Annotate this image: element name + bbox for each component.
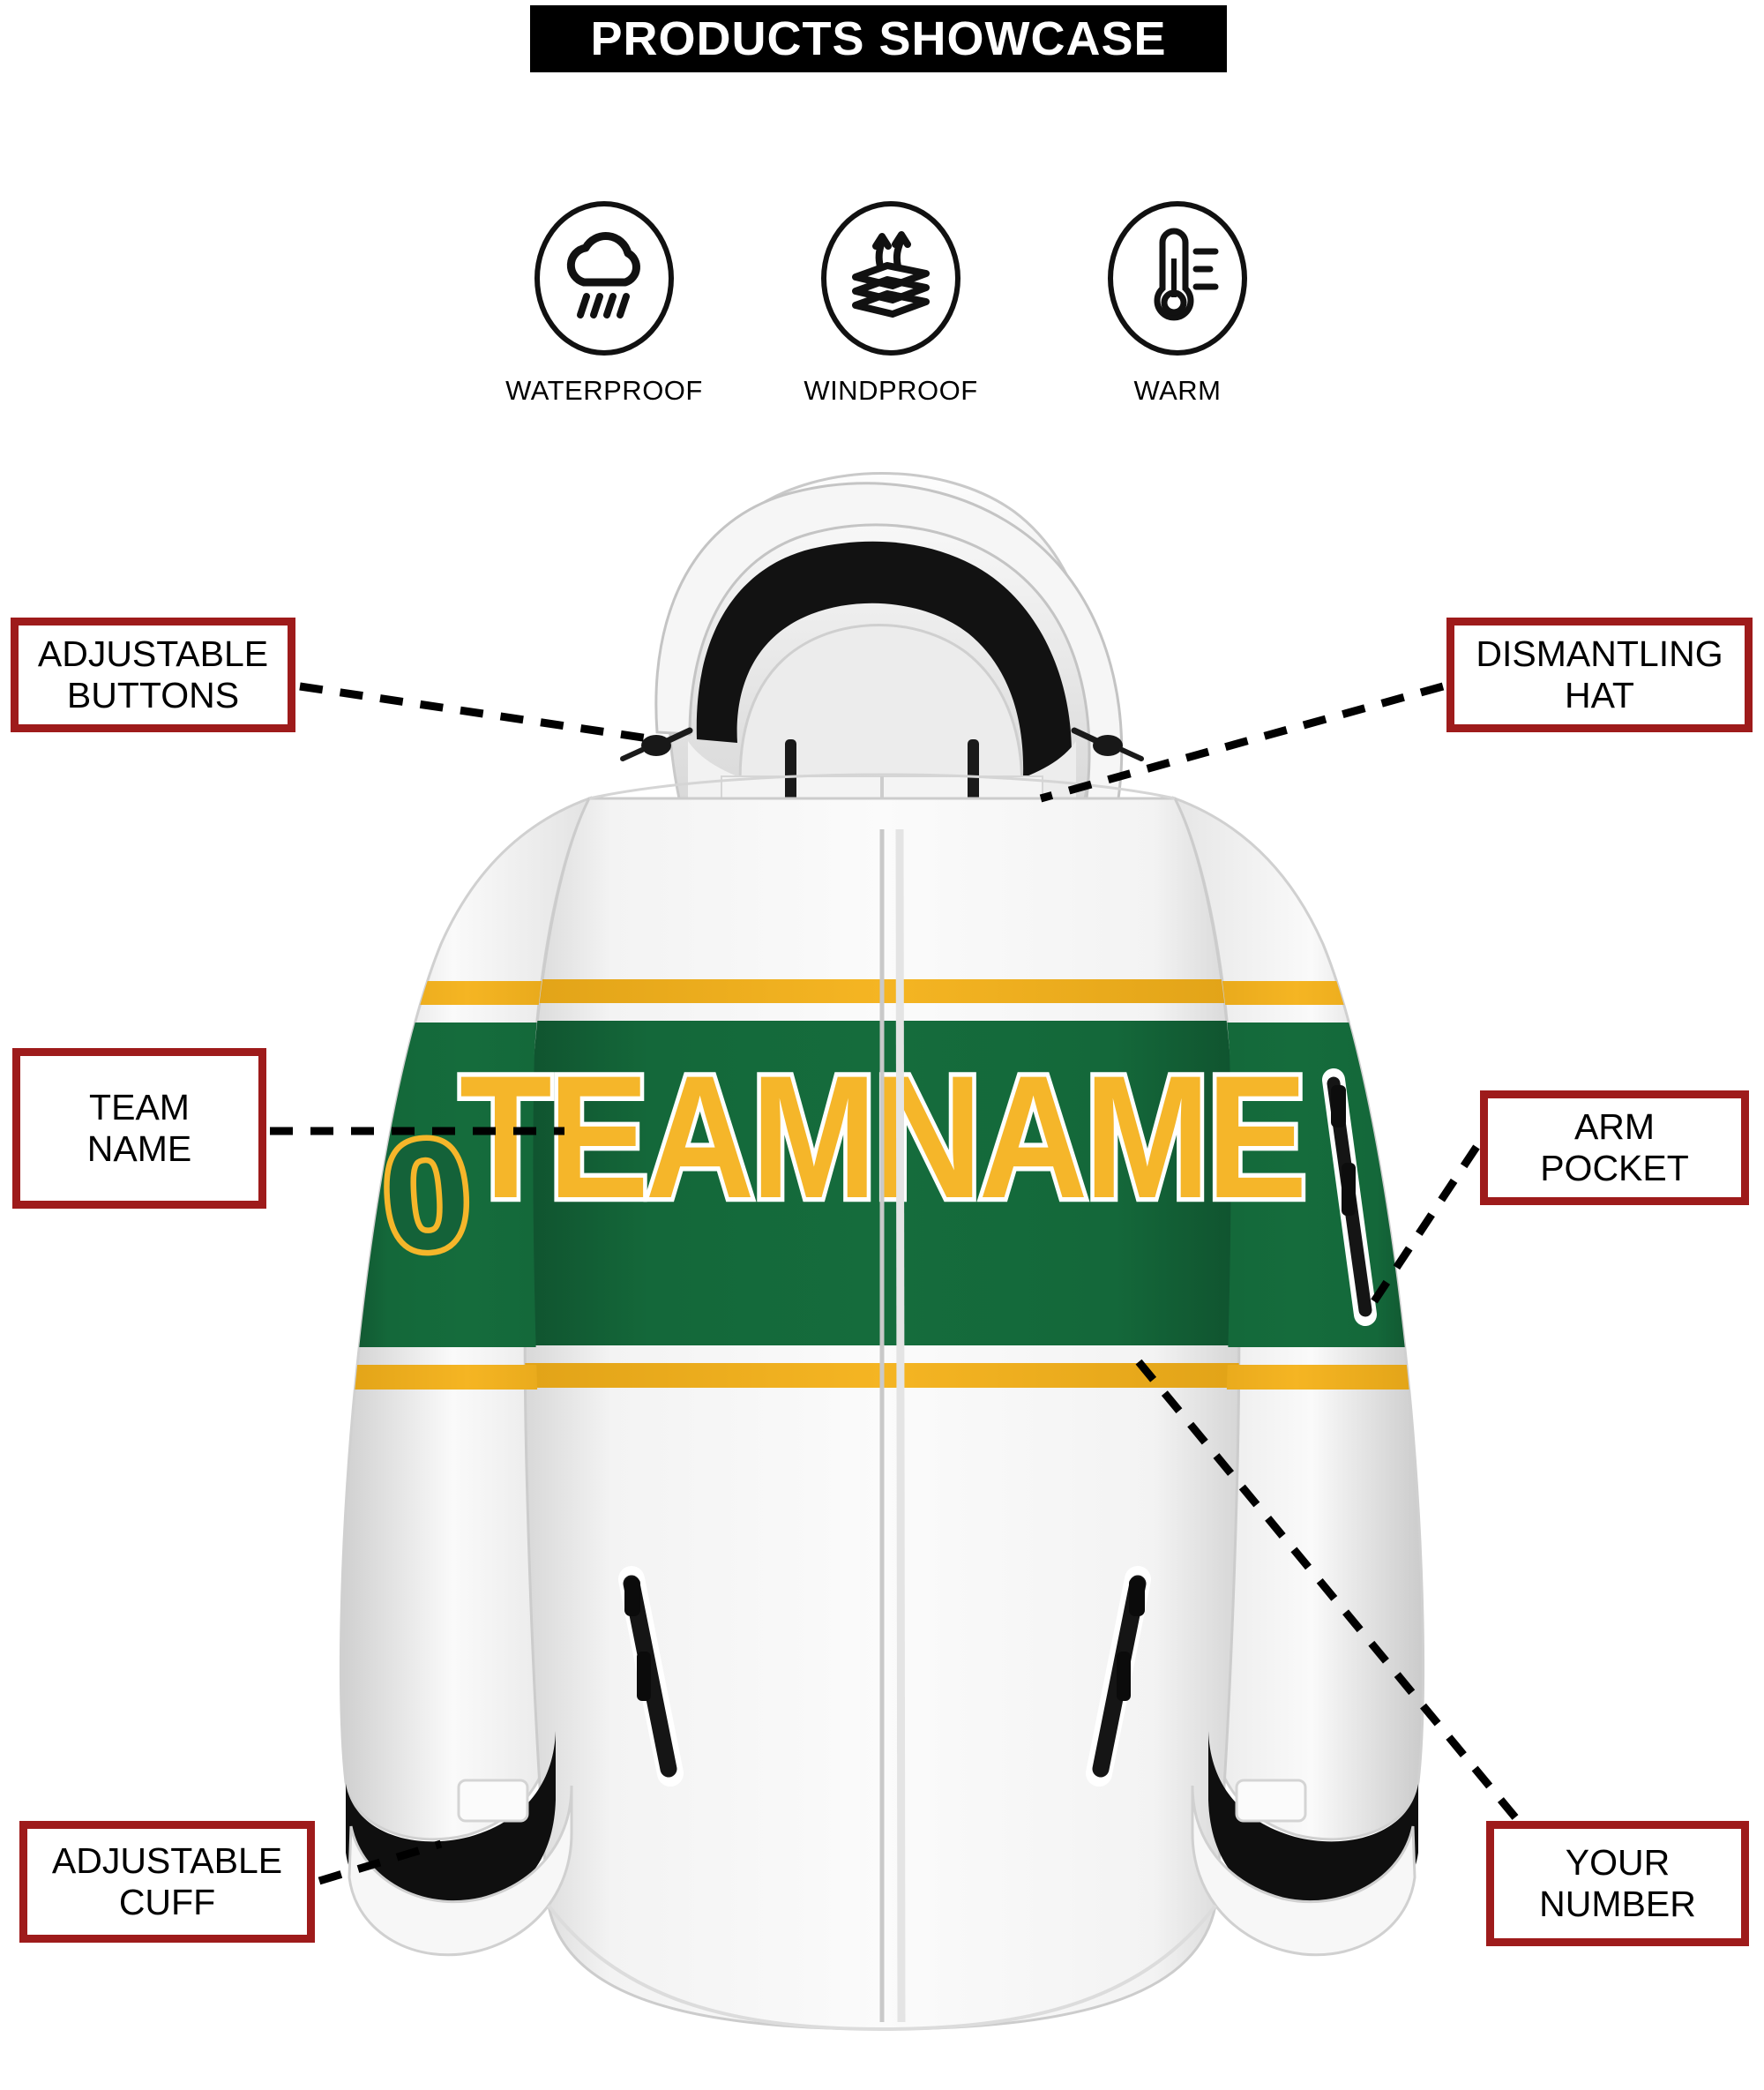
callout-adjustable-buttons-line1: ADJUSTABLE (37, 633, 269, 674)
callout-arm-pocket-line1: ARM (1573, 1105, 1656, 1147)
leader-line-arm-pocket (1369, 1144, 1480, 1307)
leader-line-buttons (299, 682, 655, 744)
feature-windproof-label: WINDPROOF (804, 375, 978, 406)
callout-team-name-line2: NAME (86, 1128, 192, 1169)
callout-adjustable-buttons-line2: BUTTONS (66, 675, 240, 715)
hood-drawcord-toggle-right (1071, 727, 1144, 761)
callout-adjustable-cuff-line1: ADJUSTABLE (51, 1839, 283, 1881)
cuff-inner-band-left (346, 1731, 556, 1917)
collar-snap-button-right (968, 739, 979, 820)
fabric-layers-arrows-icon (821, 201, 960, 356)
leader-line-cuff (318, 1839, 443, 1885)
hood-mesh-lining (696, 541, 1073, 776)
leader-line-hat (1039, 682, 1445, 803)
callout-your-number-line1: YOUR (1565, 1841, 1671, 1883)
jacket-chest-number: 0 (378, 1107, 476, 1285)
callout-arm-pocket: ARM POCKET (1480, 1090, 1749, 1205)
callout-team-name: TEAM NAME (12, 1048, 266, 1209)
thermometer-icon (1108, 201, 1247, 356)
jacket-color-block (340, 979, 1424, 1390)
collar-snap-button-left (785, 739, 796, 820)
cuff-velcro-tab-left (457, 1779, 529, 1823)
jacket-sleeve-right (1171, 796, 1425, 1841)
cuff-velcro-tab-right (1235, 1779, 1307, 1823)
callout-adjustable-cuff-line2: CUFF (118, 1882, 216, 1922)
cuff-inner-band-right (1208, 1731, 1418, 1917)
callout-your-number-line2: NUMBER (1539, 1884, 1696, 1924)
lower-gold-stripe (525, 1363, 1239, 1388)
callout-adjustable-buttons: ADJUSTABLE BUTTONS (11, 618, 295, 732)
callout-dismantling-hat-line1: DISMANTLING (1476, 633, 1723, 674)
feature-warm-label: WARM (1133, 375, 1222, 406)
upper-gold-stripe (525, 979, 1239, 1003)
feature-badges: WATERPROOF WINDPROOF (494, 201, 1288, 422)
arm-pocket-zipper (1322, 1068, 1377, 1326)
callout-adjustable-cuff: ADJUSTABLE CUFF (19, 1821, 315, 1943)
jacket-team-name: TEAMNAME (460, 1039, 1304, 1234)
feature-waterproof-label: WATERPROOF (505, 375, 703, 406)
hand-pocket-left (618, 1566, 684, 1787)
jacket-hem (547, 1904, 1217, 2032)
jacket-hood (620, 472, 1144, 834)
green-chest-panel (525, 1021, 1239, 1345)
callout-your-number: YOUR NUMBER (1486, 1821, 1749, 1946)
callout-team-name-line1: TEAM (89, 1086, 190, 1127)
jacket-center-zip (879, 828, 906, 2023)
cuff-left (346, 1731, 573, 1957)
page-title-banner: PRODUCTS SHOWCASE (530, 5, 1227, 72)
jacket-sleeve-left (339, 796, 593, 1841)
hood-drawcord-toggle-left (620, 727, 693, 761)
feature-warm: WARM (1067, 201, 1288, 407)
page-title: PRODUCTS SHOWCASE (590, 12, 1167, 65)
jacket-body (523, 773, 1241, 2031)
leader-line-number (1132, 1356, 1519, 1820)
callout-dismantling-hat: DISMANTLING HAT (1446, 618, 1753, 732)
cuff-right (1191, 1731, 1418, 1957)
feature-windproof: WINDPROOF (781, 201, 1001, 407)
callout-arm-pocket-line2: POCKET (1540, 1148, 1689, 1188)
callout-leader-lines (270, 682, 1519, 1885)
hand-pocket-right (1086, 1566, 1151, 1787)
feature-waterproof: WATERPROOF (494, 201, 714, 407)
callout-dismantling-hat-line2: HAT (1565, 675, 1634, 715)
cloud-rain-icon (534, 201, 674, 356)
